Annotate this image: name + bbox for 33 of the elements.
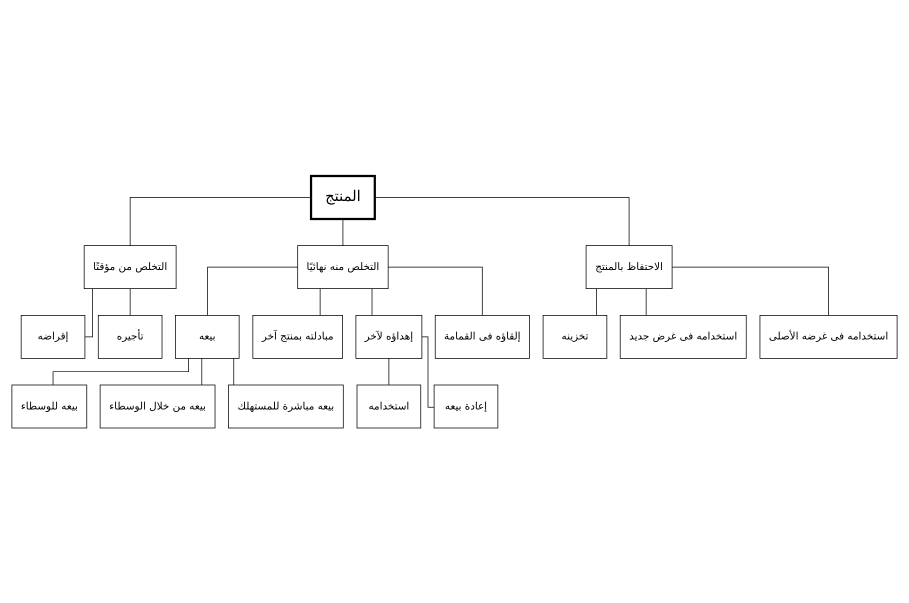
- node-box: تأجيره: [98, 314, 162, 358]
- connector: [233, 358, 234, 385]
- node-box: المنتج: [310, 174, 376, 220]
- node-box: استخدامه: [356, 384, 422, 428]
- connector: [422, 336, 434, 408]
- node-box: بيعه من خلال الوسطاء: [100, 384, 216, 428]
- node-box: إعادة بيعه: [434, 384, 498, 428]
- node-box: مبادلته بمنتج آخر: [252, 314, 343, 358]
- connector: [388, 266, 483, 316]
- connector: [672, 266, 829, 316]
- node-box: التخلص منه نهائيًا: [297, 244, 389, 289]
- node-box: تخزينه: [542, 314, 608, 358]
- connector: [596, 288, 597, 316]
- connector: [388, 358, 390, 385]
- node-box: بيعه مباشرة للمستهلك: [228, 384, 344, 428]
- node-box: بيعه للوسطاء: [12, 384, 88, 428]
- connector: [52, 358, 189, 385]
- connector: [130, 288, 131, 316]
- node-box: الاحتفاظ بالمنتج: [586, 244, 672, 289]
- node-box: إلقاؤه فى القمامة: [434, 314, 530, 358]
- connector: [646, 288, 647, 316]
- connector: [342, 218, 344, 246]
- connector: [84, 288, 93, 337]
- node-box: التخلص من مؤقتًا: [84, 244, 176, 289]
- connector: [201, 358, 202, 385]
- node-box: استخدامه فى غرضه الأصلى: [760, 314, 898, 358]
- node-box: إقراضه: [20, 314, 86, 358]
- connector: [130, 196, 312, 246]
- node-box: بيعه: [175, 314, 240, 358]
- connector: [207, 266, 298, 316]
- connector: [374, 196, 630, 246]
- node-box: استخدامه فى غرض جديد: [620, 314, 747, 358]
- node-box: إهداؤه لآخر: [356, 314, 422, 358]
